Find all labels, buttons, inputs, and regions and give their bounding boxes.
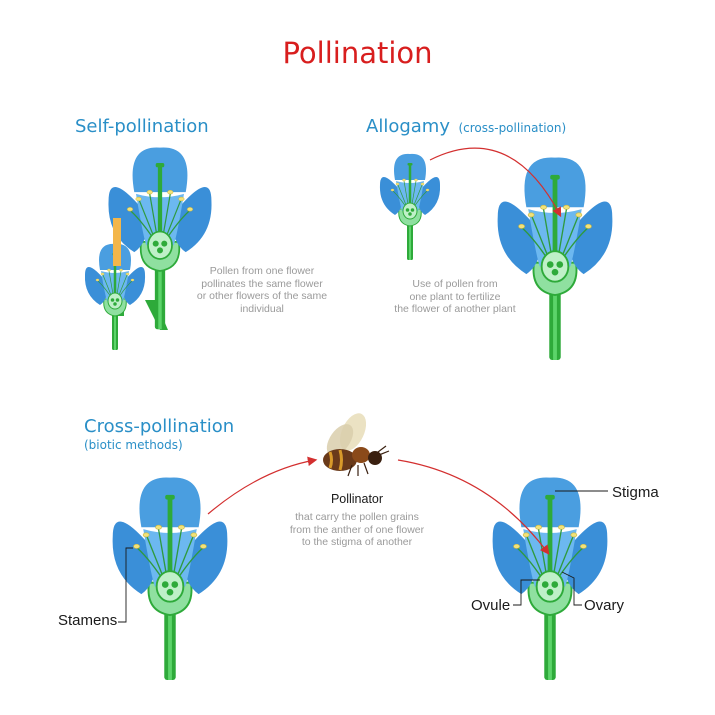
allogamy-arrow [429, 147, 562, 218]
self-pollination-flower-small [84, 243, 146, 350]
allogamy-description: Use of pollen from one plant to fertiliz… [375, 278, 535, 316]
self-pollination-heading: Self-pollination [75, 116, 209, 137]
self-pollination-flower-large [107, 146, 213, 330]
allogamy-heading: Allogamy [366, 116, 450, 137]
self-desc-line: or other flowers of the same [196, 290, 328, 302]
pollinator-desc-line: that carry the pollen grains [295, 511, 419, 523]
page-title: Pollination [282, 36, 433, 70]
allogamy-donor-flower [379, 153, 441, 260]
self-desc-line: Pollen from one flower [209, 265, 315, 277]
stigma-label: Stigma [612, 484, 659, 501]
cross-donor-flower [111, 476, 229, 680]
allogamy-desc-line: one plant to fertilize [409, 290, 501, 303]
ovule-label: Ovule [471, 597, 511, 614]
pollinator-label: Pollinator [330, 492, 384, 506]
allogamy-desc-line: the flower of another plant [394, 303, 516, 315]
label-leader-lines [118, 490, 608, 623]
allogamy-desc-line: Use of pollen from [412, 278, 498, 290]
pollinator-desc-line: to the stigma of another [301, 536, 413, 548]
allogamy-subheading: (cross-pollination) [458, 121, 567, 135]
cross-receiver-flower [491, 476, 609, 680]
allogamy-heading-group: Allogamy (cross-pollination) [366, 116, 566, 137]
self-desc-line: pollinates the same flower [201, 277, 323, 290]
cross-arrow-to-flower [397, 459, 550, 555]
self-pollination-description: Pollen from one flower pollinates the sa… [172, 265, 352, 315]
ovary-label: Ovary [584, 597, 625, 614]
cross-arrow-to-bee [207, 456, 318, 515]
allogamy-receiver-flower [496, 156, 614, 360]
stamens-label: Stamens [58, 612, 118, 629]
cross-pollination-subheading: (biotic methods) [84, 438, 183, 452]
self-pollen-transfer [113, 218, 121, 266]
cross-pollination-heading: Cross-pollination [84, 416, 235, 437]
bee-icon [323, 413, 390, 477]
pollinator-desc-line: from the anther of one flower [289, 523, 425, 536]
self-desc-line: individual [240, 302, 284, 315]
pollinator-description: that carry the pollen grains from the an… [272, 511, 442, 549]
